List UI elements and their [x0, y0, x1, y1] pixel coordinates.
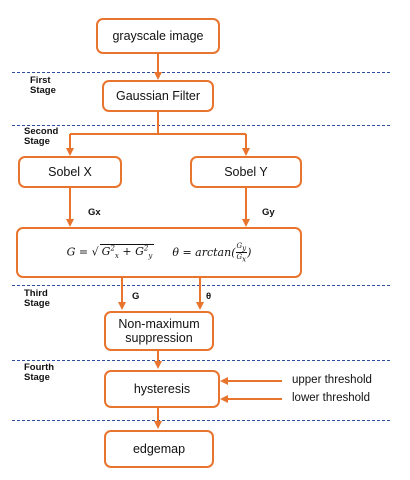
edge-label-theta: θ	[206, 291, 212, 302]
stage-divider-4	[12, 360, 390, 361]
edge-label-gy: Gy	[262, 207, 275, 218]
edge-label-gx: Gx	[88, 207, 101, 218]
magnitude-formula: G = √G2x + G2y	[66, 244, 155, 261]
node-grayscale-image: grayscale image	[96, 18, 220, 54]
node-gaussian-filter: Gaussian Filter	[102, 80, 214, 112]
node-edgemap: edgemap	[104, 430, 214, 468]
node-grayscale-label: grayscale image	[112, 28, 204, 43]
node-nonmax-line2: suppression	[125, 331, 193, 345]
node-nonmax-suppression: Non-maximum suppression	[104, 311, 214, 351]
node-sobel-y: Sobel Y	[190, 156, 302, 188]
node-edgemap-label: edgemap	[132, 441, 186, 456]
node-nonmax-line1: Non-maximum	[118, 316, 200, 331]
input-upper-threshold: upper threshold	[292, 374, 372, 386]
node-sobel-x: Sobel X	[18, 156, 122, 188]
node-sobel-y-label: Sobel Y	[224, 164, 268, 179]
stage-divider-5	[12, 420, 390, 421]
stage-divider-1	[12, 72, 390, 73]
node-hysteresis: hysteresis	[104, 370, 220, 408]
node-gaussian-label: Gaussian Filter	[115, 88, 201, 103]
edge-label-g: G	[132, 291, 140, 302]
node-sobel-x-label: Sobel X	[48, 164, 92, 179]
input-lower-threshold: lower threshold	[292, 392, 370, 404]
node-hysteresis-label: hysteresis	[133, 381, 191, 396]
stage-divider-2	[12, 125, 390, 126]
